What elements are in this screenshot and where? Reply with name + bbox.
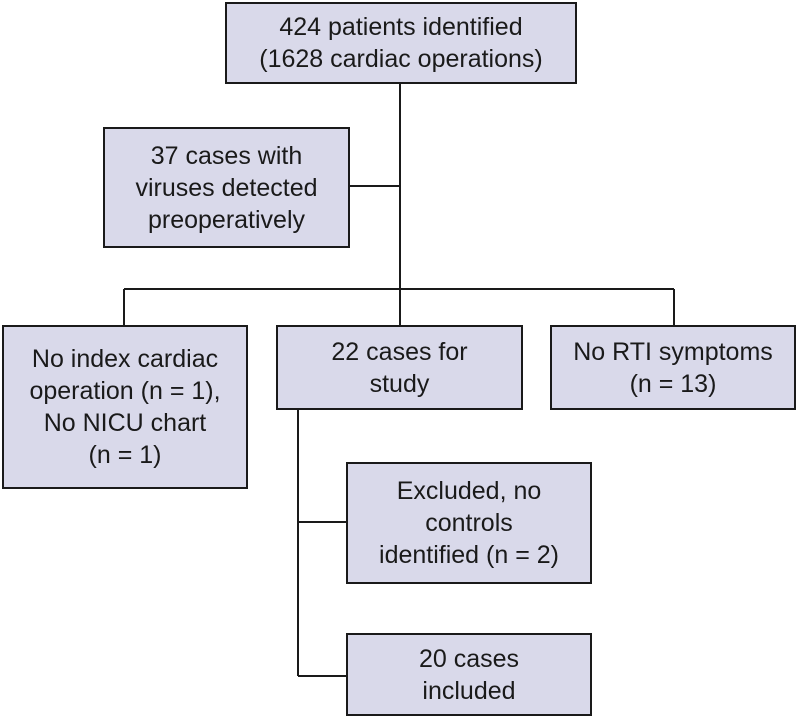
box-line: included — [422, 676, 516, 705]
box-excluded: Excluded, no controls identified (n = 2) — [346, 462, 592, 584]
box-patients-identified: 424 patients identified (1628 cardiac op… — [225, 2, 577, 84]
box-line: controls — [425, 509, 513, 537]
box-line: 22 cases for — [331, 337, 468, 366]
box-line: 37 cases with — [150, 141, 303, 170]
box-viruses-detected: 37 cases with viruses detected preoperat… — [103, 127, 350, 248]
box-line: identified (n = 2) — [379, 541, 559, 569]
box-line: 20 cases — [418, 644, 520, 673]
box-line: study — [369, 369, 430, 398]
box-line: operation (n = 1), — [29, 377, 221, 405]
box-line: Excluded, no — [396, 477, 542, 505]
box-line: viruses detected — [135, 173, 318, 202]
box-cases-included: 20 cases included — [346, 633, 592, 716]
box-line: (n = 13) — [629, 369, 717, 398]
box-no-rti-symptoms: No RTI symptoms (n = 13) — [550, 325, 796, 410]
box-line: No RTI symptoms — [573, 337, 773, 366]
box-line: 424 patients identified — [279, 13, 523, 41]
box-line: (1628 cardiac operations) — [259, 45, 543, 73]
box-line: (n = 1) — [88, 441, 162, 469]
box-cases-for-study: 22 cases for study — [276, 325, 523, 410]
box-line: No NICU chart — [43, 409, 207, 437]
box-no-index-operation: No index cardiac operation (n = 1), No N… — [2, 325, 248, 489]
box-line: No index cardiac — [31, 345, 219, 373]
box-line: preoperatively — [147, 205, 306, 234]
